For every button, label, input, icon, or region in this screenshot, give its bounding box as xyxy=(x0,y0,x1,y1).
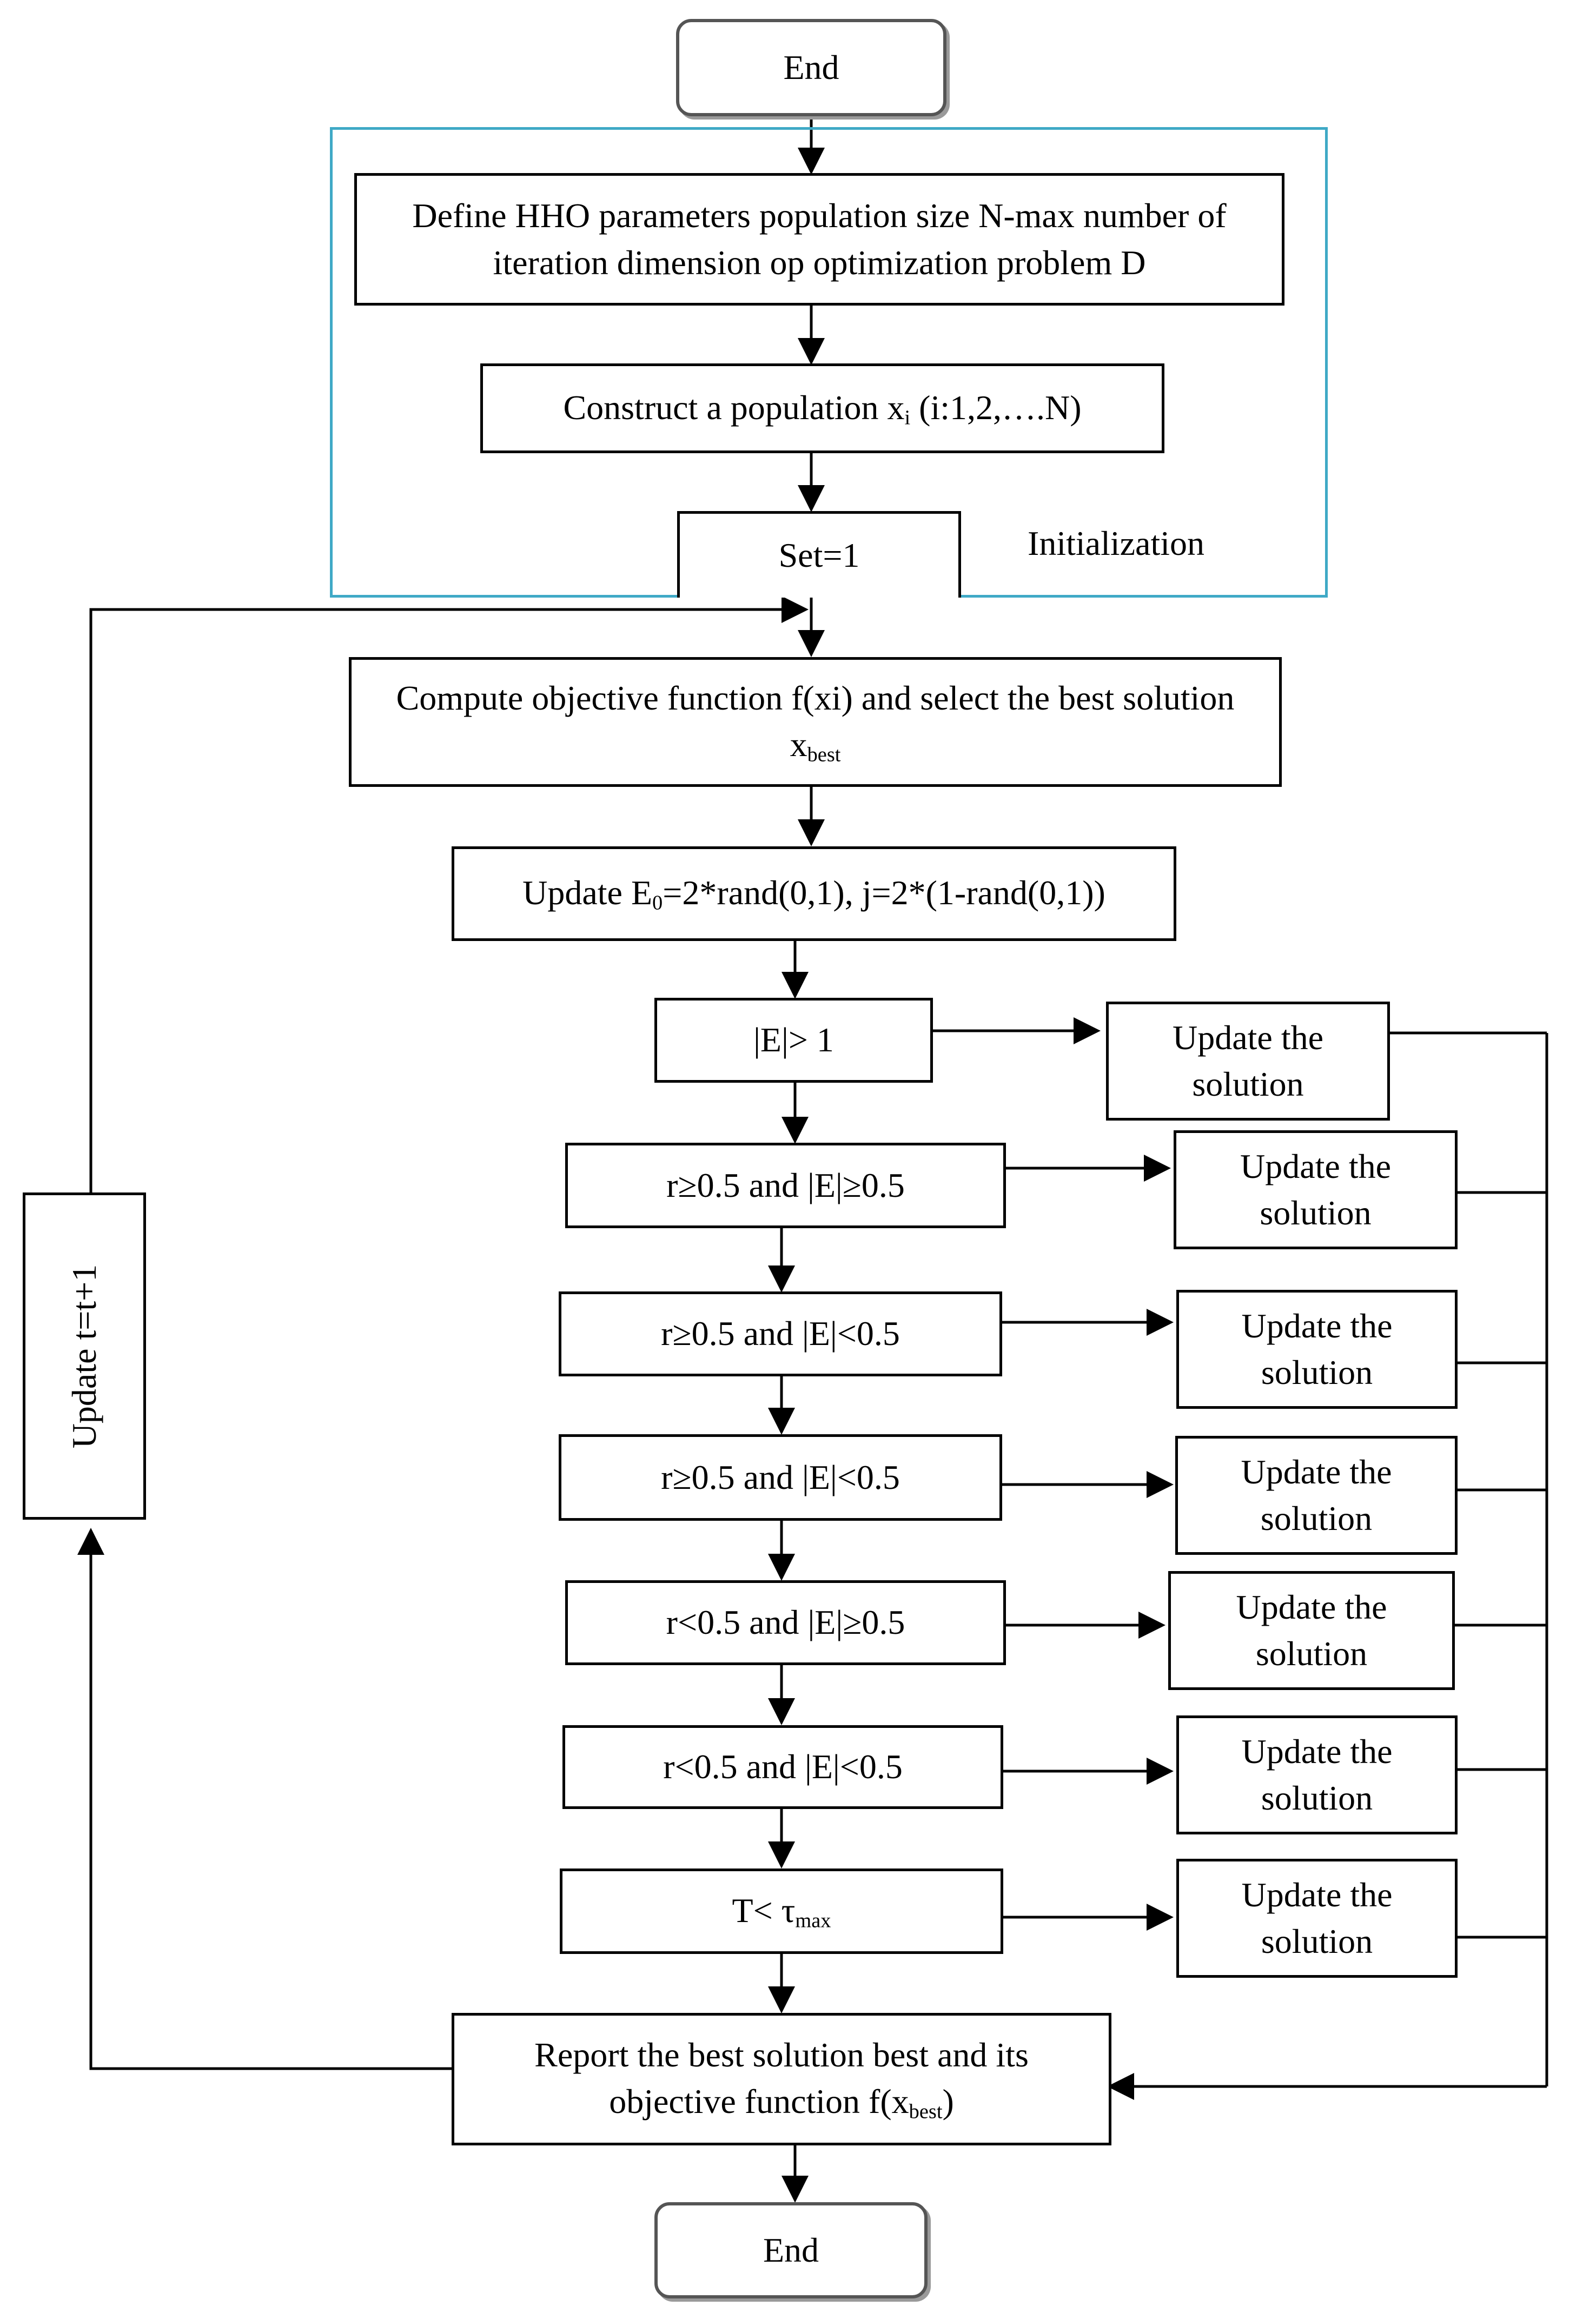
update-solution-box-5: Update the solution xyxy=(1168,1571,1455,1690)
condition-r-lt-05-e-lt-05: r<0.5 and |E|<0.5 xyxy=(562,1725,1003,1809)
loop-update-t-to-compute xyxy=(89,596,809,1192)
end-terminal: End xyxy=(654,2202,928,2298)
update-t-box: Update t=t+1 xyxy=(23,1192,146,1520)
update-solution-box-3: Update the solution xyxy=(1176,1290,1458,1409)
start-terminal: End xyxy=(676,19,946,116)
compute-objective-box: Compute objective function f(xi) and sel… xyxy=(349,657,1282,787)
construct-population-box: Construct a population xi (i:1,2,….N) xyxy=(480,363,1164,453)
update-solution-box-2: Update the solution xyxy=(1174,1130,1458,1249)
initialization-label: Initialization xyxy=(1028,524,1204,562)
loop-report-to-update-t xyxy=(77,1528,452,2070)
condition-r-ge-05-e-lt-05-a: r≥0.5 and |E|<0.5 xyxy=(559,1291,1002,1376)
update-solution-box-7: Update the solution xyxy=(1176,1859,1458,1978)
update-solution-box-6: Update the solution xyxy=(1176,1715,1458,1834)
update-solution-box-4: Update the solution xyxy=(1175,1436,1458,1555)
report-best-solution-box: Report the best solution best and its ob… xyxy=(452,2013,1111,2145)
condition-e-gt-1: |E|> 1 xyxy=(654,998,933,1083)
set-t-box: Set=1 xyxy=(677,511,961,598)
define-parameters-box: Define HHO parameters population size N-… xyxy=(354,173,1284,306)
condition-r-ge-05-e-ge-05: r≥0.5 and |E|≥0.5 xyxy=(565,1143,1006,1228)
condition-r-ge-05-e-lt-05-b: r≥0.5 and |E|<0.5 xyxy=(559,1434,1002,1521)
condition-t-lt-tmax: T< τmax xyxy=(560,1869,1003,1954)
update-t-label: Update t=t+1 xyxy=(65,1264,103,1448)
update-solution-box-1: Update the solution xyxy=(1106,1002,1390,1121)
condition-r-lt-05-e-ge-05: r<0.5 and |E|≥0.5 xyxy=(565,1580,1006,1665)
update-energy-box: Update E0=2*rand(0,1), j=2*(1-rand(0,1)) xyxy=(452,846,1176,941)
